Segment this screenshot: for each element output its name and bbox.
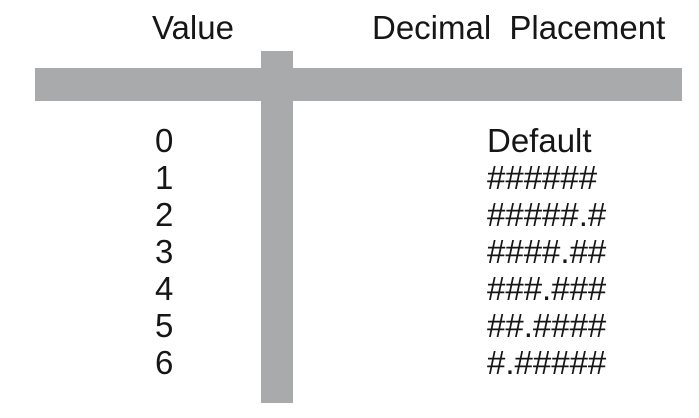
- placement-cell: ####.##: [487, 233, 607, 270]
- placement-column: Default ###### #####.# ####.## ###.### #…: [487, 122, 606, 381]
- value-cell: 2: [155, 196, 174, 233]
- column-header-value: Value: [152, 9, 234, 46]
- value-cell: 4: [155, 270, 174, 307]
- placement-cell: #####.#: [487, 196, 607, 233]
- horizontal-divider: [35, 68, 682, 101]
- placement-cell: ###.###: [487, 270, 607, 307]
- vertical-divider: [261, 51, 293, 403]
- placement-cell: Default: [487, 122, 592, 159]
- value-cell: 6: [155, 344, 174, 381]
- value-cell: 5: [155, 307, 174, 344]
- value-cell: 3: [155, 233, 174, 270]
- value-cell: 0: [155, 122, 174, 159]
- placement-cell: #.#####: [487, 344, 607, 381]
- value-column: 0 1 2 3 4 5 6: [155, 122, 173, 381]
- placement-cell: ######: [487, 159, 598, 196]
- column-header-placement: Decimal Placement: [372, 9, 666, 46]
- placement-cell: ##.####: [487, 307, 607, 344]
- value-cell: 1: [155, 159, 174, 196]
